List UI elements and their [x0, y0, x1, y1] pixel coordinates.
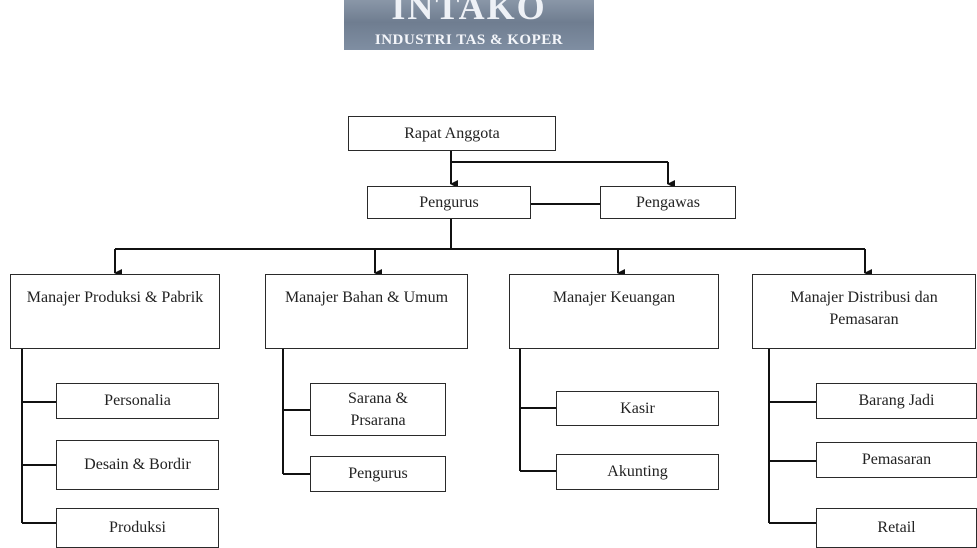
node-akunting: Akunting — [556, 454, 719, 490]
node-retail: Retail — [816, 508, 977, 548]
node-label: Sarana & Prsarana — [348, 389, 408, 429]
company-logo: INTAKO INDUSTRI TAS & KOPER — [344, 0, 594, 50]
node-label: Rapat Anggota — [404, 124, 500, 142]
node-manajer-distribusi: Manajer Distribusi dan Pemasaran — [752, 274, 976, 349]
node-rapat-anggota: Rapat Anggota — [348, 116, 556, 151]
node-label: Retail — [877, 519, 916, 536]
node-personalia: Personalia — [56, 383, 219, 419]
node-label: Pengurus — [419, 193, 479, 211]
node-label: Manajer Keuangan — [552, 289, 676, 306]
node-kasir: Kasir — [556, 391, 719, 426]
node-pengurus: Pengurus — [367, 186, 531, 219]
node-label: Kasir — [620, 399, 655, 417]
node-sarana-prasarana: Sarana & Prsarana — [310, 383, 446, 436]
node-manajer-produksi: Manajer Produksi & Pabrik — [10, 274, 220, 349]
logo-wordmark: INTAKO — [391, 0, 547, 27]
node-label: Pemasaran — [861, 451, 932, 468]
node-label: Manajer Distribusi dan Pemasaran — [790, 289, 938, 328]
node-label: Akunting — [607, 463, 668, 480]
node-manajer-keuangan: Manajer Keuangan — [509, 274, 719, 349]
node-manajer-bahan: Manajer Bahan & Umum — [265, 274, 468, 349]
node-label: Barang Jadi — [858, 392, 935, 409]
node-label: Produksi — [109, 519, 166, 536]
node-produksi: Produksi — [56, 508, 219, 548]
node-label: Pengawas — [636, 193, 700, 211]
node-label: Pengurus — [348, 465, 408, 482]
logo-tagline: INDUSTRI TAS & KOPER — [374, 32, 564, 48]
node-label: Manajer Bahan & Umum — [284, 289, 449, 306]
node-pemasaran: Pemasaran — [816, 442, 977, 478]
node-label: Manajer Produksi & Pabrik — [26, 289, 204, 306]
node-pengawas: Pengawas — [600, 186, 736, 219]
node-desain-bordir: Desain & Bordir — [56, 440, 219, 490]
node-label: Desain & Bordir — [84, 456, 191, 473]
node-label: Personalia — [104, 392, 171, 409]
node-barang-jadi: Barang Jadi — [816, 383, 977, 419]
node-pengurus-unit: Pengurus — [310, 456, 446, 492]
